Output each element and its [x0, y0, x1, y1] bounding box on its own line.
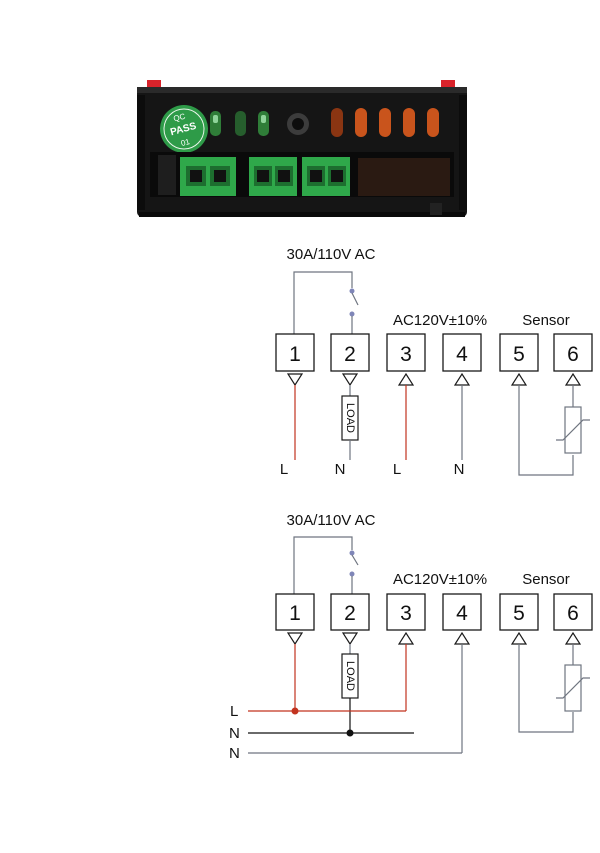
line-label-4: N	[454, 461, 465, 478]
green-led-window-2	[235, 111, 246, 136]
terminal-1: 1	[275, 333, 315, 372]
badge-qc: QC	[172, 112, 186, 124]
orange-led-window-3	[379, 108, 391, 137]
bus-label-N1: N	[229, 725, 240, 742]
sensor-thermistor	[556, 406, 590, 454]
controller-rear-view: QC PASS 01	[137, 80, 467, 217]
sensor-label: Sensor	[522, 312, 570, 329]
line-label-1: L	[280, 461, 288, 478]
rating-label: 30A/110V AC	[287, 512, 376, 529]
latch-left	[147, 80, 161, 90]
svg-text:4: 4	[456, 343, 468, 366]
badge-01: 01	[180, 137, 191, 148]
supply-label: AC120V±10%	[393, 571, 487, 588]
sensor-thermistor	[556, 664, 590, 712]
svg-text:5: 5	[513, 602, 525, 625]
svg-text:3: 3	[400, 602, 412, 625]
bus-label-N2: N	[229, 745, 240, 762]
terminal-6: 6	[553, 333, 593, 372]
terminal-2: 2	[330, 593, 370, 631]
svg-text:1: 1	[289, 602, 301, 625]
line-label-3: L	[393, 461, 401, 478]
orange-led-window-5	[427, 108, 439, 137]
green-led-window-1	[210, 111, 221, 136]
blank-terminal-cover	[358, 158, 450, 196]
svg-text:3: 3	[400, 343, 412, 366]
latch-right	[441, 80, 455, 90]
orange-led-window-4	[403, 108, 415, 137]
wiring-diagram-standard: 30A/110V AC AC120V±10% Sensor 1 2 3 4 5 …	[275, 246, 593, 478]
svg-text:4: 4	[456, 602, 468, 625]
green-led-window-3	[258, 111, 269, 136]
qc-pass-badge: QC PASS 01	[160, 105, 208, 153]
svg-text:6: 6	[567, 602, 579, 625]
terminal-3: 3	[386, 593, 426, 631]
line-label-2: N	[335, 461, 346, 478]
terminal-2: 2	[330, 333, 370, 372]
rating-label: 30A/110V AC	[287, 246, 376, 263]
wiring-diagram-shared-bus: 30A/110V AC AC120V±10% Sensor 1 2 3 4 5 …	[229, 512, 593, 762]
orange-led-window-2	[355, 108, 367, 137]
terminal-block-2	[249, 157, 297, 196]
terminal-block-1	[180, 157, 236, 196]
sensor-label: Sensor	[522, 571, 570, 588]
svg-text:5: 5	[513, 343, 525, 366]
terminal-3: 3	[386, 333, 426, 372]
load-box: LOAD	[341, 395, 359, 441]
terminal-1: 1	[275, 593, 315, 631]
bus-label-L: L	[230, 703, 238, 720]
svg-text:2: 2	[344, 343, 356, 366]
svg-text:LOAD: LOAD	[344, 661, 356, 691]
svg-text:6: 6	[567, 343, 579, 366]
terminal-5: 5	[499, 333, 539, 372]
load-box: LOAD	[341, 653, 359, 699]
svg-text:LOAD: LOAD	[344, 403, 356, 433]
terminal-4: 4	[442, 593, 482, 631]
terminal-5: 5	[499, 593, 539, 631]
supply-label: AC120V±10%	[393, 312, 487, 329]
terminal-4: 4	[442, 333, 482, 372]
terminal-6: 6	[553, 593, 593, 631]
svg-text:2: 2	[344, 602, 356, 625]
orange-led-window-1	[331, 108, 343, 137]
terminal-block-3	[302, 157, 350, 196]
svg-text:1: 1	[289, 343, 301, 366]
